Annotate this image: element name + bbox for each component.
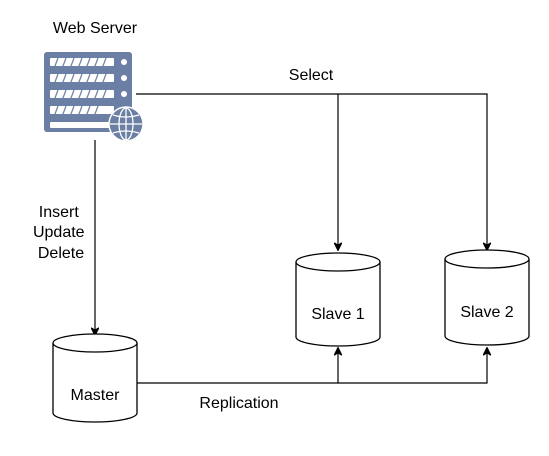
slave2-label: Slave 2: [460, 304, 513, 321]
select-label: Select: [289, 67, 334, 84]
slave1-db-node: Slave 1: [295, 252, 381, 347]
slave2-db-node: Slave 2: [444, 249, 530, 346]
web-server-label: Web Server: [53, 20, 138, 37]
write-edge: Insert Update Delete: [28, 140, 95, 335]
server-rack-icon: [44, 52, 132, 132]
replication-edge: Replication: [136, 348, 487, 412]
slave1-label: Slave 1: [311, 306, 364, 323]
write-label-line-3: Delete: [38, 245, 84, 262]
write-label-line-1: Insert: [39, 204, 80, 221]
master-db-node: Master: [52, 333, 138, 423]
replication-label: Replication: [199, 395, 278, 412]
select-edge: Select: [136, 67, 487, 250]
master-label: Master: [71, 387, 121, 404]
write-label: Insert Update Delete: [33, 204, 89, 262]
web-server-node: Web Server: [44, 20, 144, 142]
write-label-line-2: Update: [33, 224, 85, 241]
globe-icon: [108, 106, 144, 142]
